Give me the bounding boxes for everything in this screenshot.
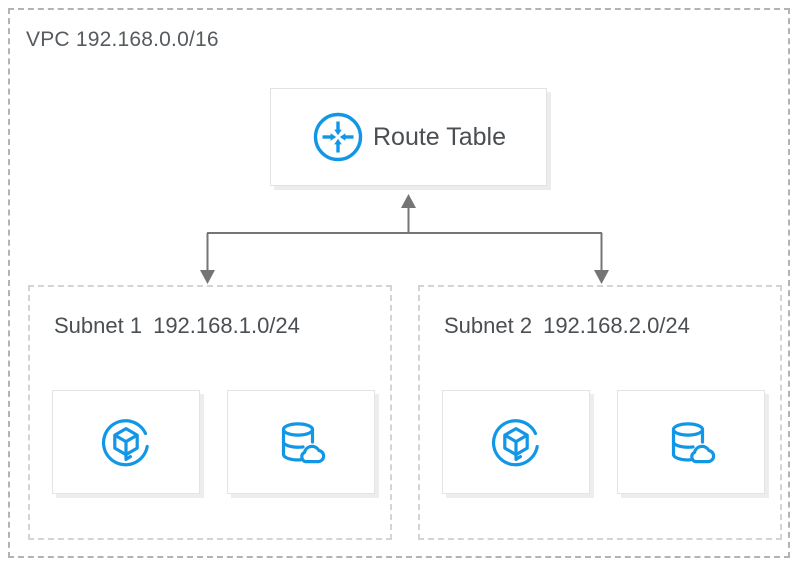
subnet-cidr-1: 192.168.1.0/24 (153, 313, 300, 338)
subnet-2-resource-row (442, 390, 765, 494)
route-table-content: Route Table (311, 110, 506, 164)
subnet-cidr-2: 192.168.2.0/24 (543, 313, 690, 338)
route-table-node[interactable]: Route Table (270, 88, 547, 186)
ecs-instance-icon (487, 413, 545, 471)
subnet-name-1: Subnet 1 (54, 313, 143, 338)
subnet-label-1: Subnet 1 192.168.1.0/24 (54, 313, 300, 339)
route-table-label: Route Table (373, 122, 506, 151)
subnet-container-1: Subnet 1 192.168.1.0/24 (28, 285, 392, 540)
resource-card-ecs-2[interactable] (442, 390, 590, 494)
resource-card-ecs-1[interactable] (52, 390, 200, 494)
resource-card-database-1[interactable] (227, 390, 375, 494)
cloud-database-icon (272, 413, 330, 471)
subnet-1-resource-row (52, 390, 375, 494)
subnet-container-2: Subnet 2 192.168.2.0/24 (418, 285, 782, 540)
subnet-label-2: Subnet 2 192.168.2.0/24 (444, 313, 690, 339)
subnet-name-2: Subnet 2 (444, 313, 533, 338)
vpc-container (8, 8, 790, 558)
cloud-database-icon (662, 413, 720, 471)
ecs-instance-icon (97, 413, 155, 471)
resource-card-database-2[interactable] (617, 390, 765, 494)
vpc-label: VPC 192.168.0.0/16 (26, 28, 219, 51)
router-icon (311, 110, 365, 164)
